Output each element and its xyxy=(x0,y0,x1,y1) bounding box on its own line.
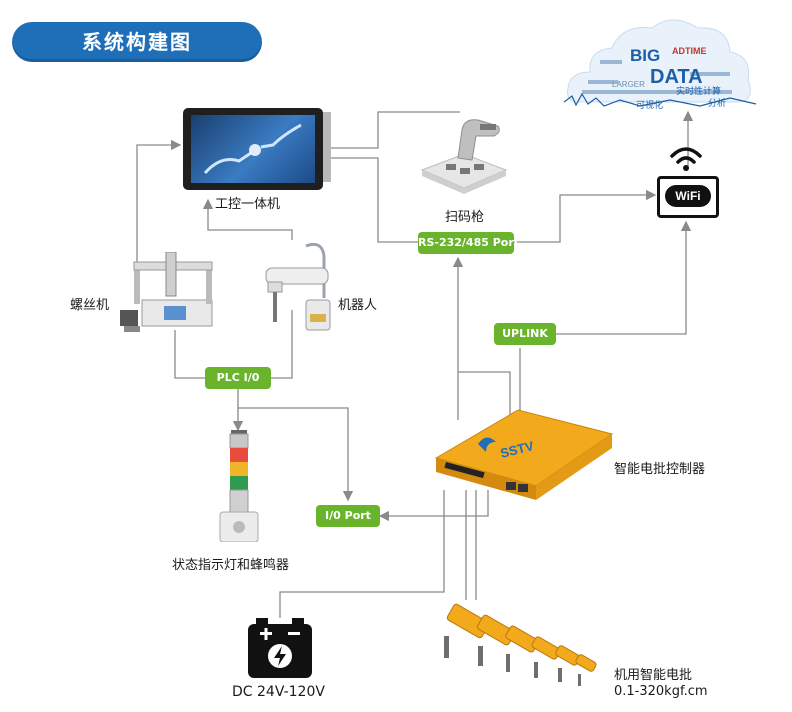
panel-pc-side-ports xyxy=(323,112,331,182)
screw-machine xyxy=(120,251,220,336)
wire-controller-to-io xyxy=(378,490,489,522)
wire-robot-to-panel xyxy=(202,198,293,240)
tower-light xyxy=(216,430,262,543)
wire-screw-to-plc xyxy=(174,330,205,379)
cloud-word-data: DATA xyxy=(650,66,703,88)
barcode-scanner xyxy=(418,110,510,198)
wire-uplink-to-wifi xyxy=(556,220,692,335)
wifi-logo: WiFi xyxy=(665,185,711,207)
cloud-word-analysis: 分析 xyxy=(708,99,727,109)
cloud-word-big: BIG xyxy=(630,46,661,65)
page-title: 系统构建图 xyxy=(82,30,192,54)
port-rs232: RS-232/485 Port xyxy=(418,232,519,254)
cloud-word-visual: 可视化 xyxy=(636,101,664,111)
battery-icon xyxy=(248,618,312,678)
wifi-signal-icon xyxy=(668,142,704,172)
panel-pc xyxy=(183,108,323,190)
wire-rs232-to-panel xyxy=(320,152,418,243)
label-robot: 机器人 xyxy=(338,298,378,313)
smart-controller xyxy=(426,396,616,506)
wire-power-to-controller xyxy=(279,490,445,618)
wire-screw-to-panel xyxy=(136,139,182,268)
screwdriver-set xyxy=(438,592,604,692)
wire-scanner-to-panel xyxy=(320,111,460,154)
cloud-word-adtime: ADTIME xyxy=(672,46,707,56)
port-plc-io: PLC I/0 xyxy=(205,367,271,389)
label-controller: 智能电批控制器 xyxy=(614,462,706,477)
label-screwdrivers: 机用智能电批 xyxy=(614,668,693,683)
wire-rs232-to-wifi xyxy=(514,189,657,243)
label-screwdrivers-range: 0.1-320kgf.cm xyxy=(614,684,708,699)
big-data-cloud xyxy=(563,19,757,107)
label-scanner: 扫码枪 xyxy=(445,210,485,225)
title-banner xyxy=(12,22,262,62)
port-io: I/0 Port xyxy=(316,505,380,527)
label-screw-machine: 螺丝机 xyxy=(70,298,110,313)
cloud-word-larger: LARGER xyxy=(612,80,645,89)
panel-pc-screen xyxy=(191,115,315,183)
wire-robot-to-plc xyxy=(270,310,293,379)
cloud-word-realtime: 实时性计算 xyxy=(676,87,722,97)
label-panel-pc: 工控一体机 xyxy=(215,197,281,212)
label-power: DC 24V-120V xyxy=(232,684,325,700)
port-uplink: UPLINK xyxy=(494,323,556,345)
wifi-router: WiFi xyxy=(657,176,719,218)
scara-robot xyxy=(262,238,340,334)
label-tower-light: 状态指示灯和蜂鸣器 xyxy=(172,558,290,573)
wire-plc-to-io xyxy=(238,407,354,502)
